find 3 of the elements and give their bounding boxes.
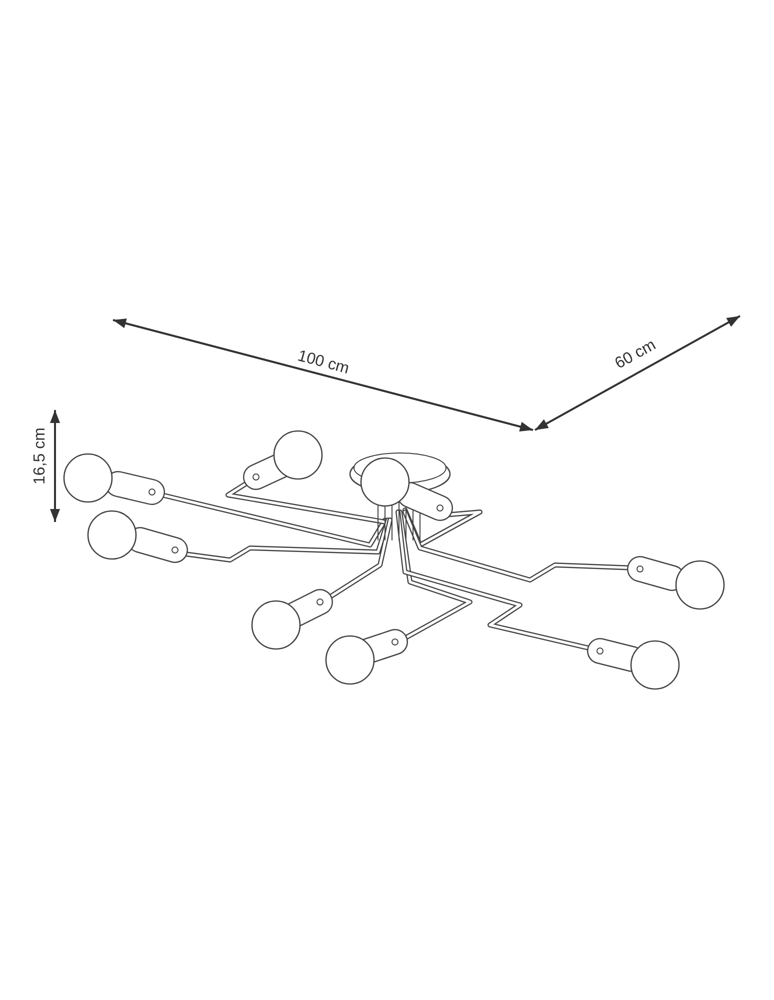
dimension-label: 60 cm bbox=[612, 336, 660, 374]
dimension-label: 100 cm bbox=[296, 348, 351, 378]
dimension-label: 16,5 cm bbox=[30, 428, 49, 484]
